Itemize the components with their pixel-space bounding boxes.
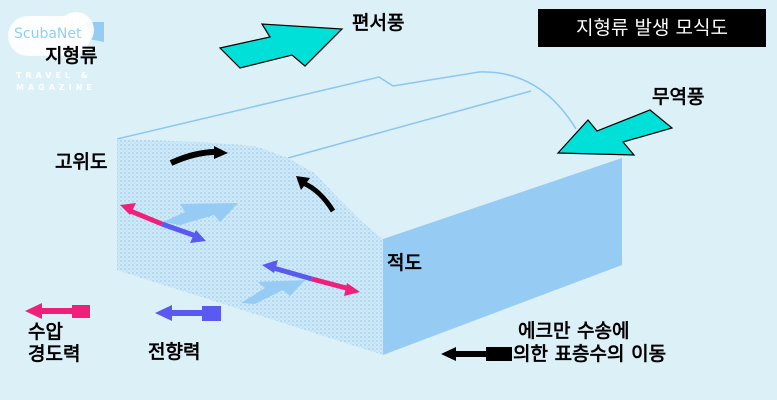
ekman-arrow-head [214,146,228,159]
pressure-gradient-arrow [127,207,163,227]
ekman-arrow [169,149,217,166]
legend-ekman-arrow [441,347,512,361]
label-equator: 적도 [387,252,422,274]
label-trade-winds: 무역풍 [652,86,705,108]
pressure-gradient-arrow-head [120,203,136,215]
ocean-block-side [383,158,622,355]
label-high-latitude: 고위도 [55,151,108,173]
ocean-cross-section [117,139,383,355]
diagram-title: 지형류 발생 모식도 [538,9,766,47]
coriolis-arrow-head [262,260,278,273]
legend-ekman-line1: 에크만 수송에 [518,320,630,342]
geostrophic-current-arrow [241,280,305,304]
legend-coriolis: 전향력 [148,341,201,363]
legend-pressure-gradient-line2: 경도력 [28,343,81,365]
westerlies-arrow [218,23,344,69]
ekman-arrow-head [296,176,310,190]
legend-pressure-gradient-line1: 수압 [28,321,63,343]
trade-winds-arrow [556,109,674,156]
logo-name: ScubaNet [14,26,82,42]
pressure-gradient-arrow [311,276,351,292]
coriolis-arrow [269,264,313,282]
legend-ekman-line2: 의한 표층수의 이동 [513,343,667,365]
label-geostrophic: 지형류 [45,45,98,67]
legend-coriolis-arrow [155,305,221,321]
ekman-arrow [301,180,336,213]
logo-subtitle-2: MAGAZINE [16,83,96,92]
ocean-hump-ridge [287,90,532,159]
logo-cloud [58,12,94,48]
coriolis-arrow [161,221,197,239]
legend-pressure-gradient-arrow [25,303,90,319]
label-westerlies: 편서풍 [352,12,405,34]
geostrophic-current-arrow [163,203,238,225]
pressure-gradient-arrow-head [344,283,360,296]
ocean-top-curve [478,71,577,130]
coriolis-arrow-head [190,230,206,243]
logo-subtitle-1: TRAVEL & [16,71,92,80]
ocean-top-back-edge [116,71,480,140]
